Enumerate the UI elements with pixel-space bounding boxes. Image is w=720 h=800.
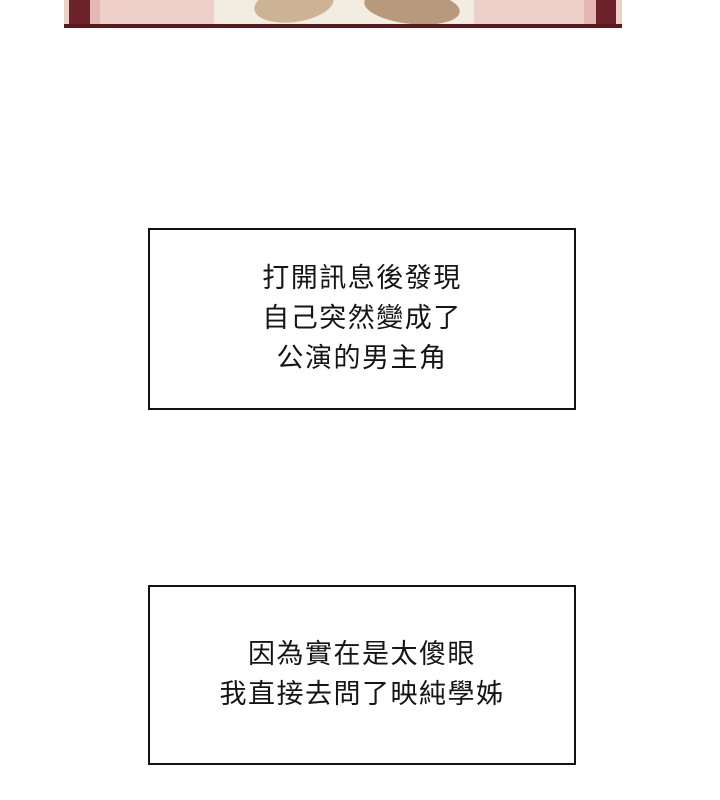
narration-line: 因為實在是太傻眼 (248, 639, 476, 670)
narration-box: 打開訊息後發現 自己突然變成了 公演的男主角 (148, 228, 576, 410)
narration-line: 我直接去問了映純學姊 (219, 679, 505, 710)
comic-panel-fragment (64, 0, 622, 28)
panel-left-shade (90, 0, 100, 28)
narration-box: 因為實在是太傻眼 我直接去問了映純學姊 (148, 585, 576, 765)
panel-border-bottom (64, 24, 622, 28)
panel-border-right (596, 0, 616, 28)
narration-line: 自己突然變成了 (262, 303, 462, 334)
panel-border-left (69, 0, 90, 28)
narration-line: 公演的男主角 (276, 343, 448, 374)
narration-line: 打開訊息後發現 (262, 263, 462, 294)
panel-right-shade (584, 0, 596, 28)
